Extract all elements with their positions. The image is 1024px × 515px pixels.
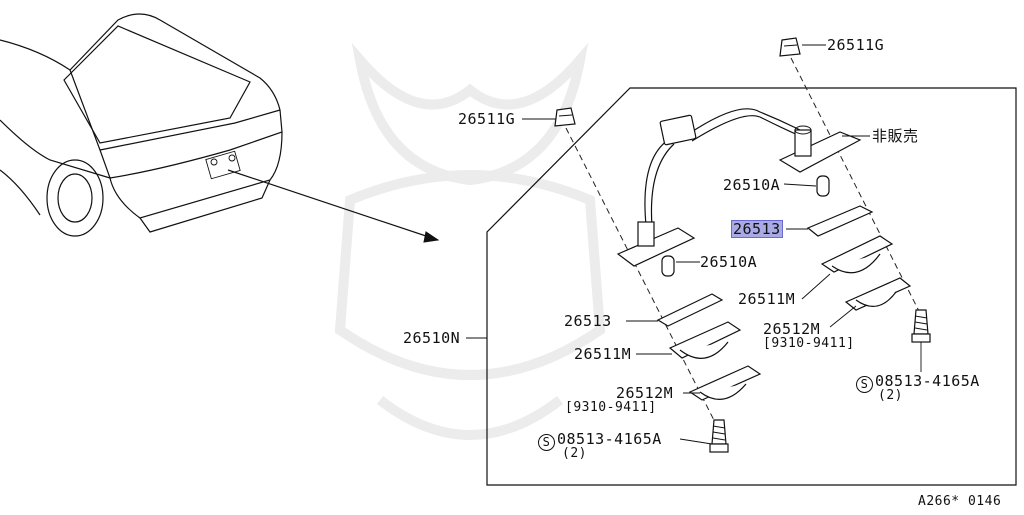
label-26511m-left[interactable]: 26511M [574, 345, 632, 363]
label-not-for-sale: 非販売 [872, 127, 919, 145]
label-26511g-top[interactable]: 26511G [827, 36, 885, 54]
screw-symbol-icon: S [856, 376, 873, 393]
bulb-26510a-left [661, 255, 675, 277]
label-range-right: [9310-9411] [763, 336, 855, 351]
screw-right [911, 309, 931, 343]
screw-left [709, 419, 729, 453]
screw-right-number: 08513-4165A [875, 372, 980, 390]
label-26510a-top[interactable]: 26510A [723, 176, 781, 194]
label-qty-right: (2) [878, 388, 903, 403]
gasket-26513-right [806, 205, 874, 237]
label-26513-left[interactable]: 26513 [564, 312, 612, 330]
watermark-emblem [334, 42, 606, 440]
label-26513-highlighted[interactable]: 26513 [731, 220, 783, 238]
label-qty-left: (2) [562, 446, 587, 461]
label-26510n[interactable]: 26510N [403, 329, 461, 347]
assembly-frame [486, 87, 1017, 486]
bulb-26510a-right [816, 175, 830, 197]
lamp-socket-left [616, 221, 696, 267]
housing-26512m-left [688, 365, 762, 401]
label-26510a-left[interactable]: 26510A [700, 253, 758, 271]
car-rear-illustration [0, 13, 440, 243]
screw-left-number: 08513-4165A [557, 430, 662, 448]
screw-symbol-icon: S [538, 434, 555, 451]
wire-harness [644, 108, 801, 227]
clip-26511g-left [554, 107, 576, 127]
housing-26512m-right [844, 277, 912, 311]
label-26512m-right[interactable]: 26512M [763, 320, 821, 338]
clip-26511g-top [779, 37, 801, 57]
diagram-code: A266* 0146 [918, 494, 1002, 509]
gasket-26513-left [656, 293, 724, 327]
label-range-left: [9310-9411] [565, 400, 657, 415]
lens-26511m-right [820, 235, 894, 274]
label-26511m-right[interactable]: 26511M [738, 290, 796, 308]
lamp-socket-right [778, 125, 862, 173]
label-26512m-left[interactable]: 26512M [616, 384, 674, 402]
lens-26511m-left [668, 321, 742, 359]
label-26511g-left[interactable]: 26511G [458, 110, 516, 128]
leader-lines [466, 44, 922, 445]
